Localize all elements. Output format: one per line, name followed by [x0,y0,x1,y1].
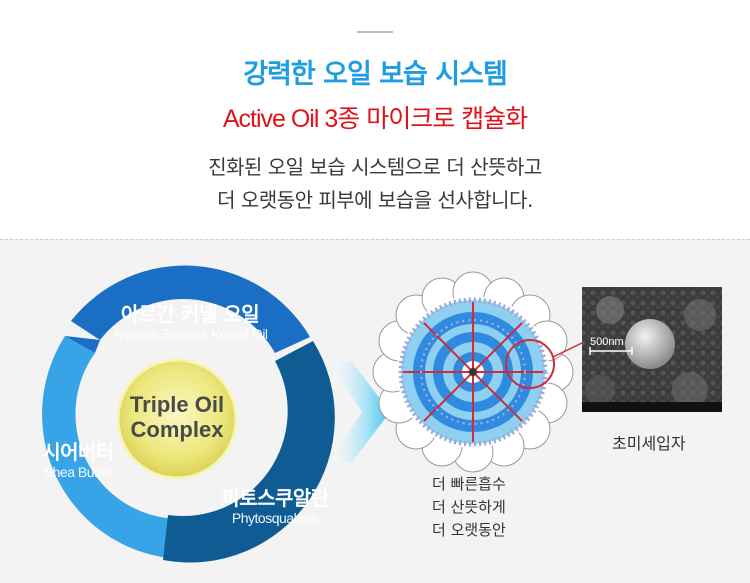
page-title: 강력한 오일 보습 시스템 [243,59,508,90]
info-panel: 500nm 아르간 커넬 오일 Argania Spinosa Kernel O… [0,239,750,583]
center-circle [116,358,238,480]
subtitle-latin: Active Oil 3 [222,105,338,133]
phyto-english-label: Phytosqualane [231,510,319,526]
benefit-fresher: 더 산뜻하게 [432,498,506,516]
particle [625,319,675,369]
micrograph-image: 500nm [582,287,722,412]
subtitle-korean: 종 마이크로 캡슐화 [337,104,528,133]
argania-korean-label: 아르간 커넬 오일 [120,302,260,326]
scale-label: 500nm [590,336,624,348]
top-divider [357,31,393,33]
arrow-icon [330,362,390,462]
center-label-line-1: Triple Oil [129,392,225,417]
shea-english-label: Shea Butter [43,464,113,480]
center-label-line-2: Complex [130,417,224,442]
phyto-segment [163,341,335,563]
argania-english-label: Argania Spinosa Kernel Oil [112,326,268,342]
phyto-korean-label: 피토스쿠알란 [221,486,329,510]
page-subtitle: Active Oil 3종 마이크로 캡슐화 [0,99,750,135]
benefit-longer: 더 오랫동안 [432,521,506,539]
magnify-ring [505,339,555,389]
argania-segment [71,265,310,353]
panel-artwork: 500nm [42,265,722,563]
shea-korean-label: 시어버터 [42,440,114,464]
micrograph-caption: 초미세입자 [612,434,686,453]
capsule-diagram [372,271,585,473]
description-line-1: 진화된 오일 보습 시스템으로 더 산뜻하고 [208,155,542,179]
description-line-2: 더 오랫동안 피부에 보습을 선사합니다. [217,188,533,212]
benefit-faster-absorption: 더 빠른흡수 [432,475,506,493]
shea-segment [42,336,179,559]
oil-wheel [42,265,335,563]
